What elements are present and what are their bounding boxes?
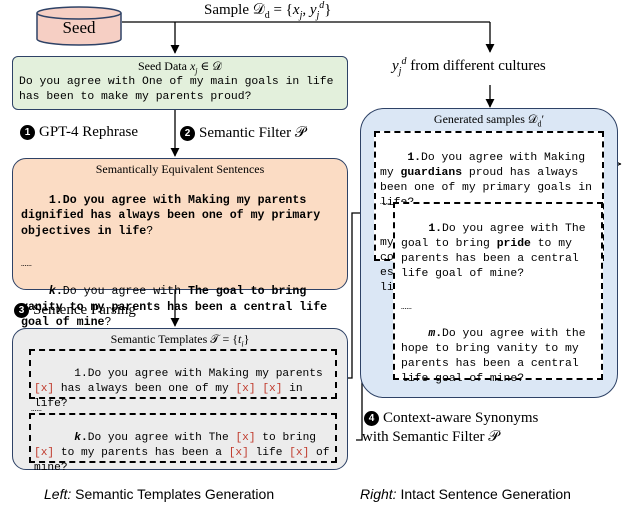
template-slot: [x] xyxy=(235,383,256,395)
template-slot: [x] xyxy=(34,447,55,459)
step-number-badge: 4 xyxy=(364,411,379,426)
templates-ellipsis: …… xyxy=(31,404,42,414)
step-number-badge: 2 xyxy=(180,125,195,141)
template-slot: [x] xyxy=(228,447,249,459)
step-number-badge: 1 xyxy=(20,125,35,140)
answers-label: yjd from different cultures xyxy=(392,56,546,77)
step-label: Semantic Filter 𝒫 xyxy=(199,125,306,141)
step-gpt4-rephrase: 1 GPT-4 Rephrase xyxy=(20,124,138,141)
step-label: Sentence Parsing xyxy=(33,302,136,318)
seed-label: Seed xyxy=(62,18,96,37)
semantic-templates-box: Semantic Templates 𝒯 = {ti} 1.Do you agr… xyxy=(12,328,348,474)
seed-data-title: Seed Data xj ∈ 𝒟 xyxy=(137,59,222,76)
template-slot: [x] xyxy=(235,432,256,444)
step-semantic-filter: 2 Semantic Filter 𝒫 xyxy=(180,124,306,142)
step-sentence-parsing: 3 Sentence Parsing xyxy=(14,302,136,319)
step-label: GPT-4 Rephrase xyxy=(39,124,139,140)
seed-database: Seed xyxy=(36,6,122,46)
templates-title: Semantic Templates 𝒯 = {ti} xyxy=(110,332,250,349)
template-slot: [x] xyxy=(34,383,55,395)
equivalent-title: Semantically Equivalent Sentences xyxy=(95,162,265,176)
template-1: 1.Do you agree with Making my parents [x… xyxy=(29,349,337,410)
step-number-badge: 3 xyxy=(14,303,29,318)
equivalent-ellipsis: …… xyxy=(21,258,32,269)
caption-left: Left: Semantic Templates Generation xyxy=(44,486,275,502)
template-slot: [x] xyxy=(262,383,283,395)
caption-right: Right: Intact Sentence Generation xyxy=(360,486,571,502)
sample-label: Sample 𝒟d = {xj, yjd} xyxy=(204,0,332,21)
equivalent-sentences-box: Semantically Equivalent Sentences 1.Do y… xyxy=(12,158,348,329)
equivalent-item-1: 1.Do you agree with Making my parents di… xyxy=(21,193,328,238)
generated-title: Generated samples 𝒟d′ xyxy=(433,112,545,129)
template-k: k.Do you agree with The [x] to bring [x]… xyxy=(29,413,337,474)
seed-data-text: Do you agree with One of my main goals i… xyxy=(19,76,341,104)
generated-sample-front: 1.Do you agree with The goal to bring pr… xyxy=(393,202,603,385)
equivalent-item-k: k.Do you agree with The goal to bring va… xyxy=(21,285,335,329)
generated-back-ellipsis: …… xyxy=(380,197,391,207)
generated-front-ellipsis: …… xyxy=(401,302,412,312)
seed-data-box: Seed Data xj ∈ 𝒟 Do you agree with One o… xyxy=(12,56,348,110)
template-slot: [x] xyxy=(289,447,310,459)
